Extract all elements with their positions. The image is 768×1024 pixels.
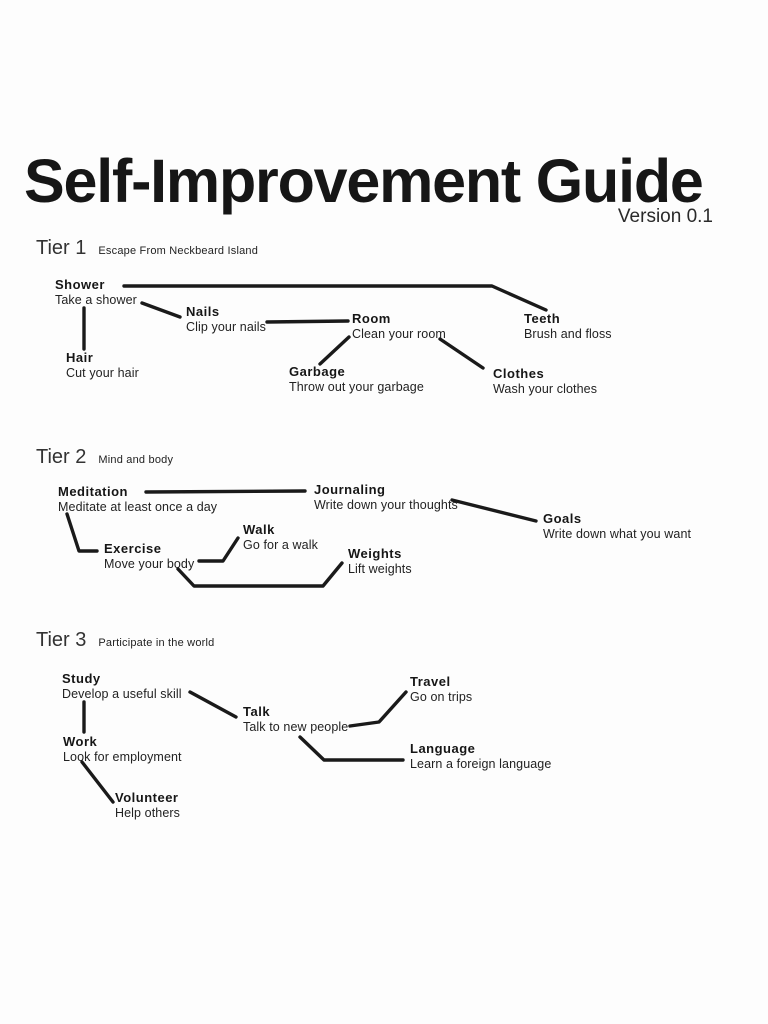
tier-2-subtitle: Mind and body [98,454,174,466]
node-journaling-name: Journaling [314,482,386,497]
node-work-desc: Look for employment [63,750,182,764]
node-nails-name: Nails [186,304,220,319]
node-room: Room Clean your room [352,311,446,342]
node-room-desc: Clean your room [352,327,446,341]
node-teeth-name: Teeth [524,311,561,326]
node-travel-desc: Go on trips [410,690,473,704]
node-garbage-desc: Throw out your garbage [289,380,424,394]
node-volunteer-name: Volunteer [115,790,179,805]
node-walk-desc: Go for a walk [243,538,318,552]
node-shower-desc: Take a shower [55,293,137,307]
connector-journaling-goals [450,498,538,523]
node-shower: Shower Take a shower [55,277,137,308]
node-work-name: Work [63,734,98,749]
node-clothes-desc: Wash your clothes [493,382,598,396]
node-work: Work Look for employment [63,734,182,765]
connector-room-clothes [438,337,485,370]
node-exercise: Exercise Move your body [104,541,195,572]
node-meditation: Meditation Meditate at least once a day [58,484,218,515]
node-walk: Walk Go for a walk [243,522,318,553]
node-volunteer-desc: Help others [115,806,181,820]
connector-exercise-weights [176,561,344,588]
node-volunteer: Volunteer Help others [115,790,181,821]
node-talk-desc: Talk to new people [243,720,349,734]
node-walk-name: Walk [243,522,275,537]
tier-2-heading: Tier 2 Mind and body [36,446,173,469]
node-study-desc: Develop a useful skill [62,687,182,701]
node-language-desc: Learn a foreign language [410,757,552,771]
tier-1-subtitle: Escape From Neckbeard Island [98,245,259,257]
node-travel-name: Travel [410,674,451,689]
connector-talk-travel [348,690,408,728]
node-teeth: Teeth Brush and floss [524,311,612,342]
node-nails: Nails Clip your nails [186,304,267,335]
node-weights: Weights Lift weights [348,546,412,577]
node-room-name: Room [352,311,391,326]
tier-2-label: Tier 2 [36,446,87,468]
tier-3-heading: Tier 3 Participate in the world [36,629,214,652]
node-shower-name: Shower [55,277,105,292]
node-garbage-name: Garbage [289,364,346,379]
node-nails-desc: Clip your nails [186,320,267,334]
connector-shower-nails [140,301,182,319]
node-study: Study Develop a useful skill [62,671,182,702]
node-goals: Goals Write down what you want [543,511,692,542]
node-language: Language Learn a foreign language [410,741,552,772]
node-weights-name: Weights [348,546,402,561]
node-weights-desc: Lift weights [348,562,412,576]
node-journaling-desc: Write down your thoughts [314,498,458,512]
tier-3-subtitle: Participate in the world [98,637,215,649]
node-talk-name: Talk [243,704,271,719]
version-label: Version 0.1 [617,206,713,227]
node-talk: Talk Talk to new people [243,704,349,735]
node-exercise-name: Exercise [104,541,162,556]
page-title: Self-Improvement Guide [24,147,704,215]
node-travel: Travel Go on trips [410,674,473,705]
node-hair-name: Hair [66,350,94,365]
node-meditation-desc: Meditate at least once a day [58,500,218,514]
connector-exercise-walk [197,536,240,563]
node-goals-desc: Write down what you want [543,527,692,541]
connector-nails-room [265,319,350,324]
tier-1-heading: Tier 1 Escape From Neckbeard Island [36,237,258,260]
connector-room-garbage [318,335,351,366]
connector-work-volunteer [80,760,115,804]
connector-meditation-exercise [65,512,99,553]
node-meditation-name: Meditation [58,484,128,499]
node-exercise-desc: Move your body [104,557,195,571]
node-language-name: Language [410,741,476,756]
node-teeth-desc: Brush and floss [524,327,612,341]
node-garbage: Garbage Throw out your garbage [289,364,424,395]
node-goals-name: Goals [543,511,582,526]
node-hair-desc: Cut your hair [66,366,139,380]
node-clothes: Clothes Wash your clothes [493,366,598,397]
tier-1-label: Tier 1 [36,237,87,259]
node-journaling: Journaling Write down your thoughts [314,482,458,513]
connector-talk-language [298,735,405,762]
tier-3-label: Tier 3 [36,629,87,651]
node-study-name: Study [62,671,101,686]
node-hair: Hair Cut your hair [66,350,139,381]
node-clothes-name: Clothes [493,366,545,381]
connector-study-talk [188,690,238,719]
